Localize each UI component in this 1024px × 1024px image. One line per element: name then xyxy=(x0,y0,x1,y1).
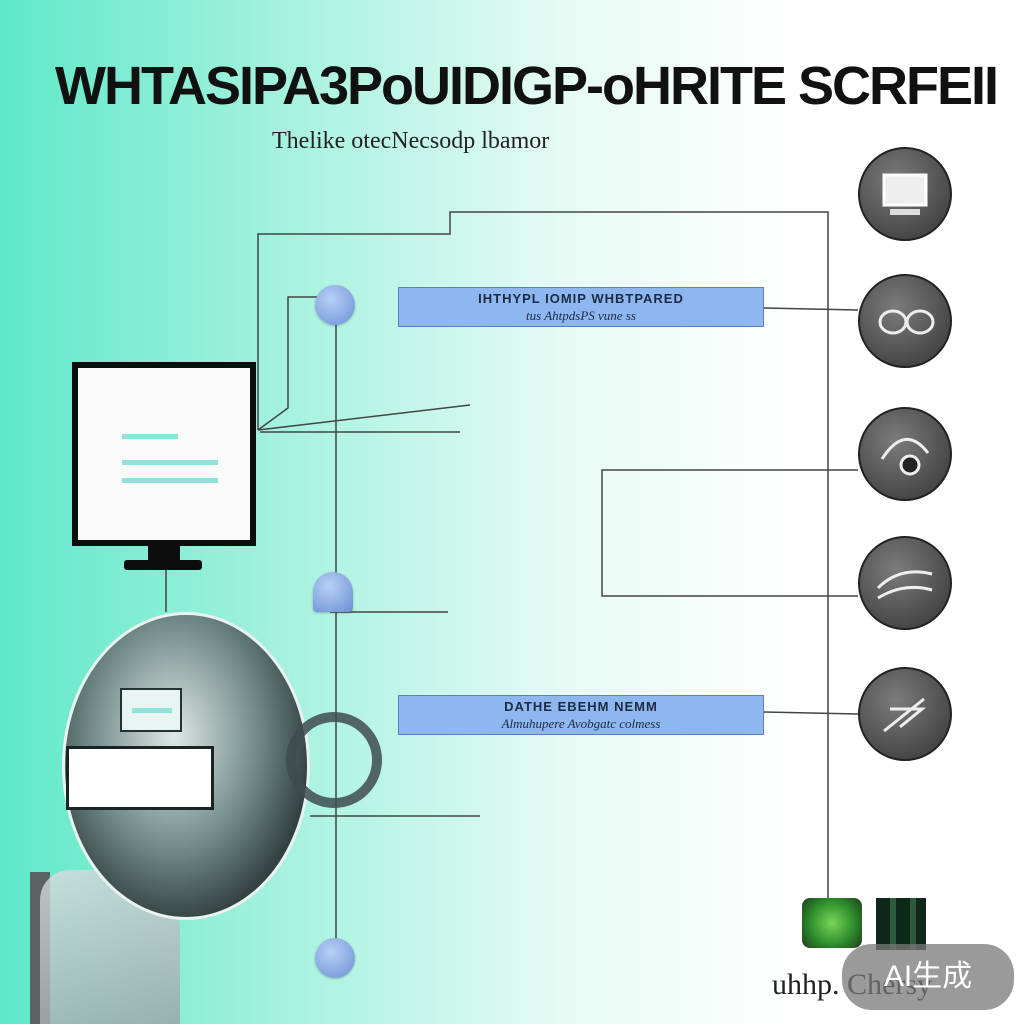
headset-ring xyxy=(286,712,382,808)
computer-monitor xyxy=(72,362,256,546)
label-box-upper-subtitle: tus AhtpdsPS vune ss xyxy=(526,308,636,323)
timeline-node-middle xyxy=(313,572,353,612)
timeline-node-top xyxy=(315,285,355,325)
brand-bars-icon xyxy=(876,898,926,950)
label-box-upper: IHTHYPL IOMIP WHBTPARED tus AhtpdsPS vun… xyxy=(398,287,764,327)
monitor-base xyxy=(124,560,202,570)
wave-icon xyxy=(858,536,952,630)
pen-icon xyxy=(858,667,952,761)
brand-logo-icon xyxy=(802,898,862,948)
glasses-icon xyxy=(858,274,952,368)
timeline-node-bottom xyxy=(315,938,355,978)
page-title: WHTASIPA3PoUIDIGP-oHRITE SCRFEII xyxy=(55,56,999,116)
blank-screen xyxy=(66,746,214,810)
label-box-lower: DATHE EBEHM NEMM Almuhupere Avobgatc col… xyxy=(398,695,764,735)
headset-icon xyxy=(858,407,952,501)
label-box-lower-subtitle: Almuhupere Avobgatc colmess xyxy=(501,716,661,731)
monitor-stand xyxy=(148,546,180,562)
monitor-icon xyxy=(858,147,952,241)
label-box-lower-title: DATHE EBEHM NEMM xyxy=(504,699,658,714)
page-subtitle: Thelike otecNecsodp lbamor xyxy=(272,128,550,154)
label-box-upper-title: IHTHYPL IOMIP WHBTPARED xyxy=(478,291,684,306)
ai-generated-badge: AI生成 xyxy=(842,944,1014,1010)
small-screen xyxy=(120,688,182,732)
